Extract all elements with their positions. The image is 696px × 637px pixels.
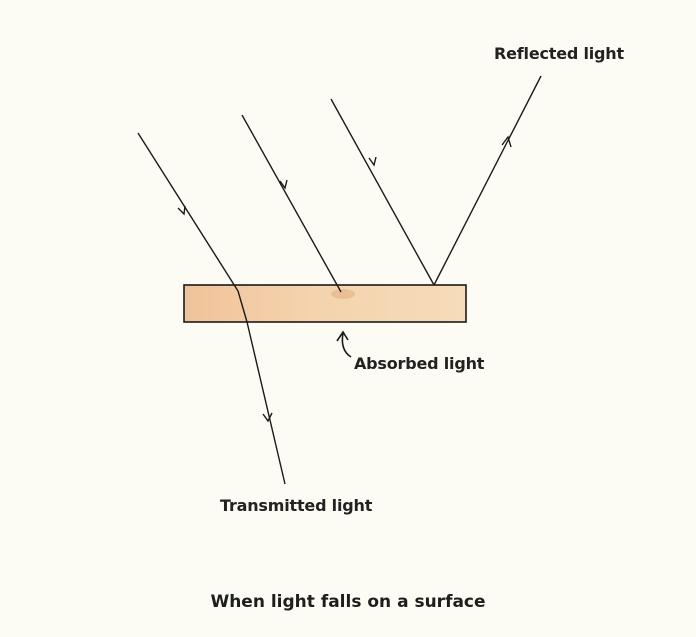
incident-ray-absorbed [241,114,342,293]
arrowhead-icon [336,330,349,342]
transmitted-light-label: Transmitted light [220,496,373,515]
refracted-ray-in-slab [237,290,248,323]
arrowhead-icon [368,156,377,167]
diagram-caption: When light falls on a surface [210,592,486,612]
reflected-ray [433,75,542,286]
incident-ray-transmitted [137,132,239,292]
transmitted-ray [246,321,286,485]
reflected-light-label: Reflected light [494,44,624,63]
surface-slab [183,284,467,323]
incident-ray-reflected [330,98,435,286]
arrowhead-icon [177,205,186,216]
arrowhead-icon [501,135,512,148]
arrowhead-icon [279,179,288,190]
absorbed-pointer-arrow-icon [341,332,352,358]
absorbed-light-label: Absorbed light [354,354,485,373]
absorption-spot [331,289,355,299]
arrowhead-icon [262,412,273,423]
